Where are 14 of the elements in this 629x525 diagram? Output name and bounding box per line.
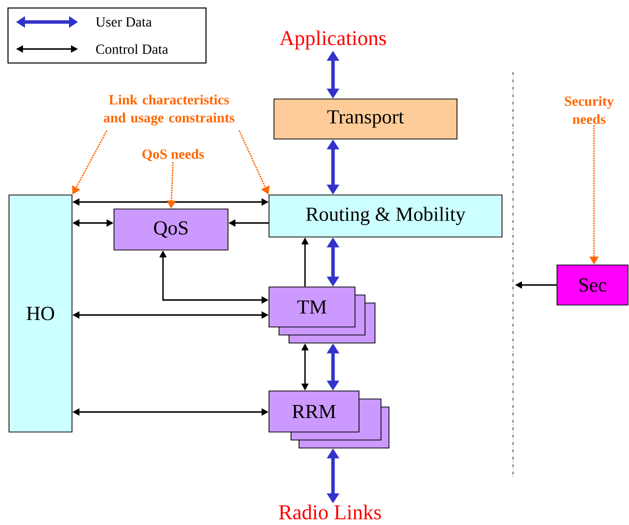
annotation-text: Security needs: [564, 96, 614, 124]
annotation-text: QoS needs: [142, 149, 204, 161]
layer-label: Radio Links: [279, 504, 381, 520]
stacked-box: TM: [268, 286, 376, 344]
layer-label: Applications: [280, 30, 386, 50]
legend-label: User Data: [96, 17, 152, 27]
process-box: QoS: [114, 208, 228, 250]
stacked-box: RRM: [268, 390, 390, 448]
process-box: Transport: [274, 98, 458, 140]
legend-label: Control Data: [96, 44, 168, 54]
annotation-text: Link characteristics and usage constraints: [104, 94, 234, 126]
process-box: Sec: [556, 264, 628, 306]
process-box: Routing & Mobility: [268, 194, 502, 238]
process-box: HO: [8, 194, 72, 432]
